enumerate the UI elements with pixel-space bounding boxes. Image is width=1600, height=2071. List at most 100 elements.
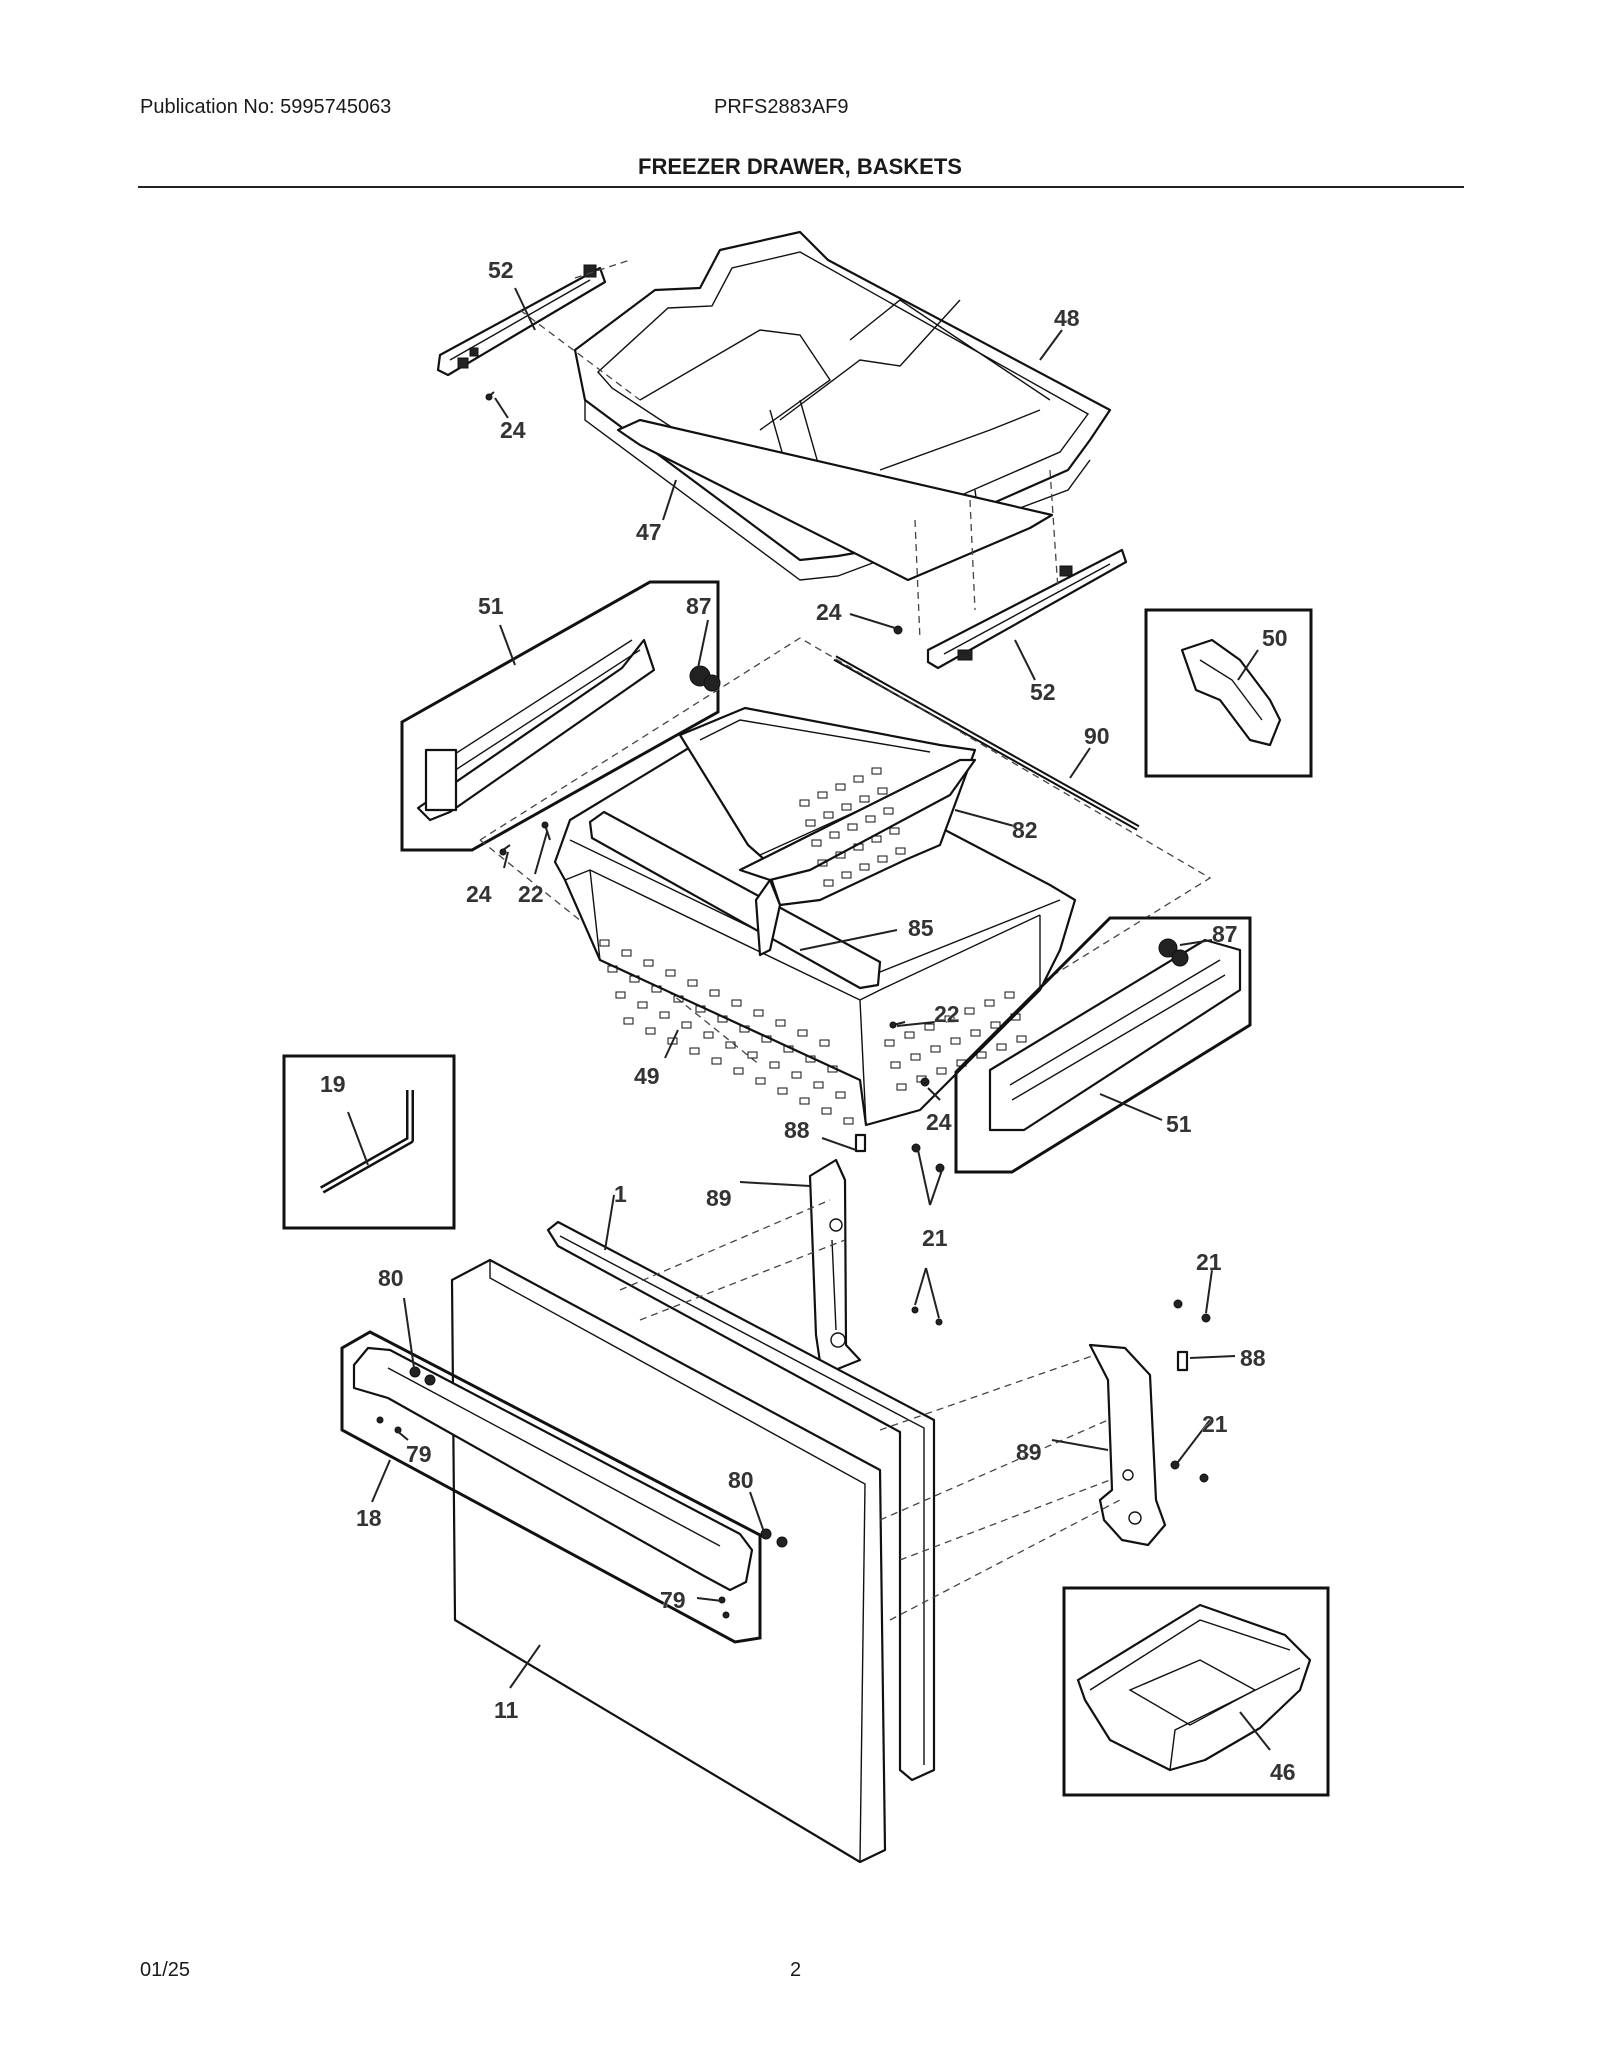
- callout-48: 48: [1054, 305, 1080, 331]
- wrench-19-inset: [282, 1054, 456, 1230]
- grid-hole: [843, 1117, 854, 1125]
- callout-24-upper: 24: [500, 417, 526, 443]
- grid-hole: [665, 969, 676, 977]
- handle-18-inset: [340, 1330, 762, 1644]
- grid-hole: [996, 1043, 1007, 1051]
- grid-hole: [791, 1071, 802, 1079]
- callout-11: 11: [494, 1697, 519, 1723]
- grid-hole: [769, 1061, 780, 1069]
- grid-hole: [739, 1025, 750, 1033]
- grid-hole: [799, 1097, 810, 1105]
- callout-52-lower: 52: [1030, 679, 1056, 705]
- grid-hole: [643, 959, 654, 967]
- screw-24-upper: [485, 391, 495, 401]
- grid-hole: [823, 811, 834, 819]
- grid-hole: [841, 803, 852, 811]
- grid-hole: [847, 823, 858, 831]
- callout-18: 18: [356, 1505, 382, 1531]
- grid-hole: [895, 847, 906, 855]
- callout-21-right-upper: 21: [1196, 1249, 1222, 1275]
- page-number: 2: [790, 1959, 802, 1981]
- grid-hole: [711, 1057, 722, 1065]
- grid-hole: [805, 819, 816, 827]
- divider-85: [738, 758, 977, 957]
- grid-hole: [805, 1055, 816, 1063]
- sub-basket-82: [678, 706, 977, 907]
- grid-hole: [859, 795, 870, 803]
- grid-hole: [964, 1007, 975, 1015]
- grid-hole: [799, 799, 810, 807]
- grid-hole: [829, 831, 840, 839]
- callout-85: 85: [908, 915, 934, 941]
- grid-hole: [717, 1015, 728, 1023]
- screw-24-mid: [893, 625, 903, 635]
- grid-hole: [883, 807, 894, 815]
- callout-47: 47: [636, 519, 662, 545]
- grid-hole: [821, 1107, 832, 1115]
- slide-rail-51-right-inset: [954, 916, 1252, 1174]
- grid-hole: [865, 815, 876, 823]
- grid-hole: [623, 1017, 634, 1025]
- grid-hole: [853, 843, 864, 851]
- screws-21: [911, 1143, 1211, 1483]
- footer-date: 01/25: [140, 1959, 191, 1981]
- grid-hole: [645, 1027, 656, 1035]
- callout-79-left: 79: [406, 1441, 432, 1467]
- callout-21-left: 21: [922, 1225, 948, 1251]
- callout-50: 50: [1262, 625, 1288, 651]
- grid-hole: [703, 1031, 714, 1039]
- hinge-bracket-89-right: [1088, 1343, 1189, 1547]
- grid-hole: [599, 939, 610, 947]
- page-title: FREEZER DRAWER, BASKETS: [638, 154, 962, 179]
- grid-hole: [835, 1091, 846, 1099]
- callout-51-right: 51: [1166, 1111, 1192, 1137]
- grid-hole: [976, 1051, 987, 1059]
- grid-hole: [896, 1083, 907, 1091]
- grid-hole: [621, 949, 632, 957]
- callout-46: 46: [1270, 1759, 1296, 1785]
- grid-hole: [761, 1035, 772, 1043]
- callout-51-left: 51: [478, 593, 504, 619]
- grid-hole: [629, 975, 640, 983]
- grid-hole: [725, 1041, 736, 1049]
- grid-hole: [819, 1039, 830, 1047]
- grid-hole: [859, 863, 870, 871]
- grid-hole: [1004, 991, 1015, 999]
- grid-hole: [871, 835, 882, 843]
- rail-52-upper: [436, 264, 607, 377]
- basket-handle-bar: [588, 810, 882, 990]
- grid-hole: [811, 839, 822, 847]
- grid-hole: [990, 1021, 1001, 1029]
- grid-hole: [936, 1067, 947, 1075]
- grid-hole: [783, 1045, 794, 1053]
- grid-hole: [950, 1037, 961, 1045]
- callout-79-right: 79: [660, 1587, 686, 1613]
- callout-88-right: 88: [1240, 1345, 1266, 1371]
- grid-hole: [924, 1023, 935, 1031]
- callout-89-right: 89: [1016, 1439, 1042, 1465]
- grid-hole: [884, 1039, 895, 1047]
- callout-49: 49: [634, 1063, 660, 1089]
- callout-89-left: 89: [706, 1185, 732, 1211]
- callout-21-right-lower: 21: [1202, 1411, 1228, 1437]
- callout-80-right: 80: [728, 1467, 754, 1493]
- grid-hole: [755, 1077, 766, 1085]
- grid-hole: [889, 827, 900, 835]
- grid-hole: [904, 1031, 915, 1039]
- grid-hole: [813, 1081, 824, 1089]
- grid-hole: [607, 965, 618, 973]
- grid-hole: [910, 1053, 921, 1061]
- callout-87-left: 87: [686, 593, 712, 619]
- grid-hole: [853, 775, 864, 783]
- grid-hole: [841, 871, 852, 879]
- grid-hole: [687, 979, 698, 987]
- grid-hole: [797, 1029, 808, 1037]
- rail-52-lower: [926, 548, 1128, 670]
- grid-hole: [890, 1061, 901, 1069]
- callout-87-right: 87: [1212, 921, 1238, 947]
- grid-hole: [777, 1087, 788, 1095]
- door-panel-11: [450, 1258, 887, 1864]
- grid-hole: [871, 767, 882, 775]
- grid-hole: [877, 855, 888, 863]
